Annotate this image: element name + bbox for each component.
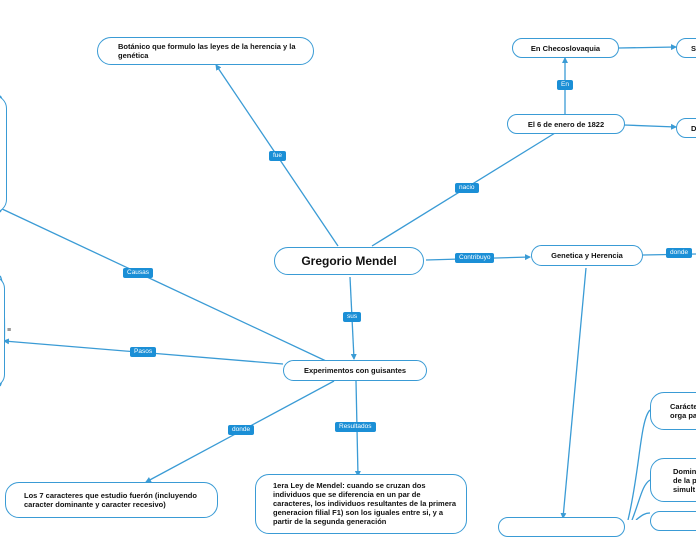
node-checoslovaquia[interactable]: En Checoslovaquia [512,38,619,58]
label-donde-right: donde [666,248,693,258]
node-botanico[interactable]: Botánico que formulo las leyes de la her… [97,37,314,65]
label-nacio: nacio [455,183,479,193]
node-caracteres-label: Los 7 caracteres que estudio fuerón (inc… [24,491,197,509]
label-fue: fue [269,151,287,161]
node-domin[interactable]: Domin obser de la p simult [650,458,696,502]
label-contribuyo: Contribuyo [455,253,495,263]
node-genetica[interactable]: Genetica y Herencia [531,245,643,266]
label-pasos: Pasos [130,347,157,357]
node-fecha[interactable]: El 6 de enero de 1822 [507,114,625,134]
node-fecha-label: El 6 de enero de 1822 [527,119,605,129]
central-topic[interactable]: Gregorio Mendel [274,247,424,275]
node-experimentos-label: Experimentos con guisantes [303,366,407,375]
node-genetica-child[interactable] [498,517,625,537]
node-ley1-label: 1era Ley de Mendel: cuando se cruzan dos… [273,481,456,526]
label-resultados: Resultados [335,422,376,432]
node-genetica-label: Genetica y Herencia [551,251,623,260]
node-right-s-label: S [691,43,696,53]
label-en: En [557,80,573,90]
node-domin-label: Domin obser de la p simult [673,466,696,494]
node-experimentos[interactable]: Experimentos con guisantes [283,360,427,381]
node-caracte-label: Carácte un orga padres [670,402,696,420]
node-right-s[interactable]: S [676,38,696,58]
label-sus: sus [343,312,362,322]
node-ley1[interactable]: 1era Ley de Mendel: cuando se cruzan dos… [255,474,467,534]
node-checoslovaquia-label: En Checoslovaquia [530,43,601,53]
central-topic-label: Gregorio Mendel [301,253,397,268]
node-caracteres[interactable]: Los 7 caracteres que estudio fuerón (inc… [5,482,218,518]
node-left-mid[interactable] [0,276,5,387]
node-right-bottom[interactable] [650,511,696,531]
node-left-top[interactable] [0,95,7,213]
node-botanico-label: Botánico que formulo las leyes de la her… [118,42,296,60]
label-donde-left: donde [228,425,255,435]
label-causas: Causas [123,268,154,278]
node-right-d[interactable]: D [676,118,696,138]
node-caracte[interactable]: Carácte un orga padres [650,392,696,430]
node-right-d-label: D [691,123,696,133]
menu-icon[interactable]: ≡ [7,327,12,334]
